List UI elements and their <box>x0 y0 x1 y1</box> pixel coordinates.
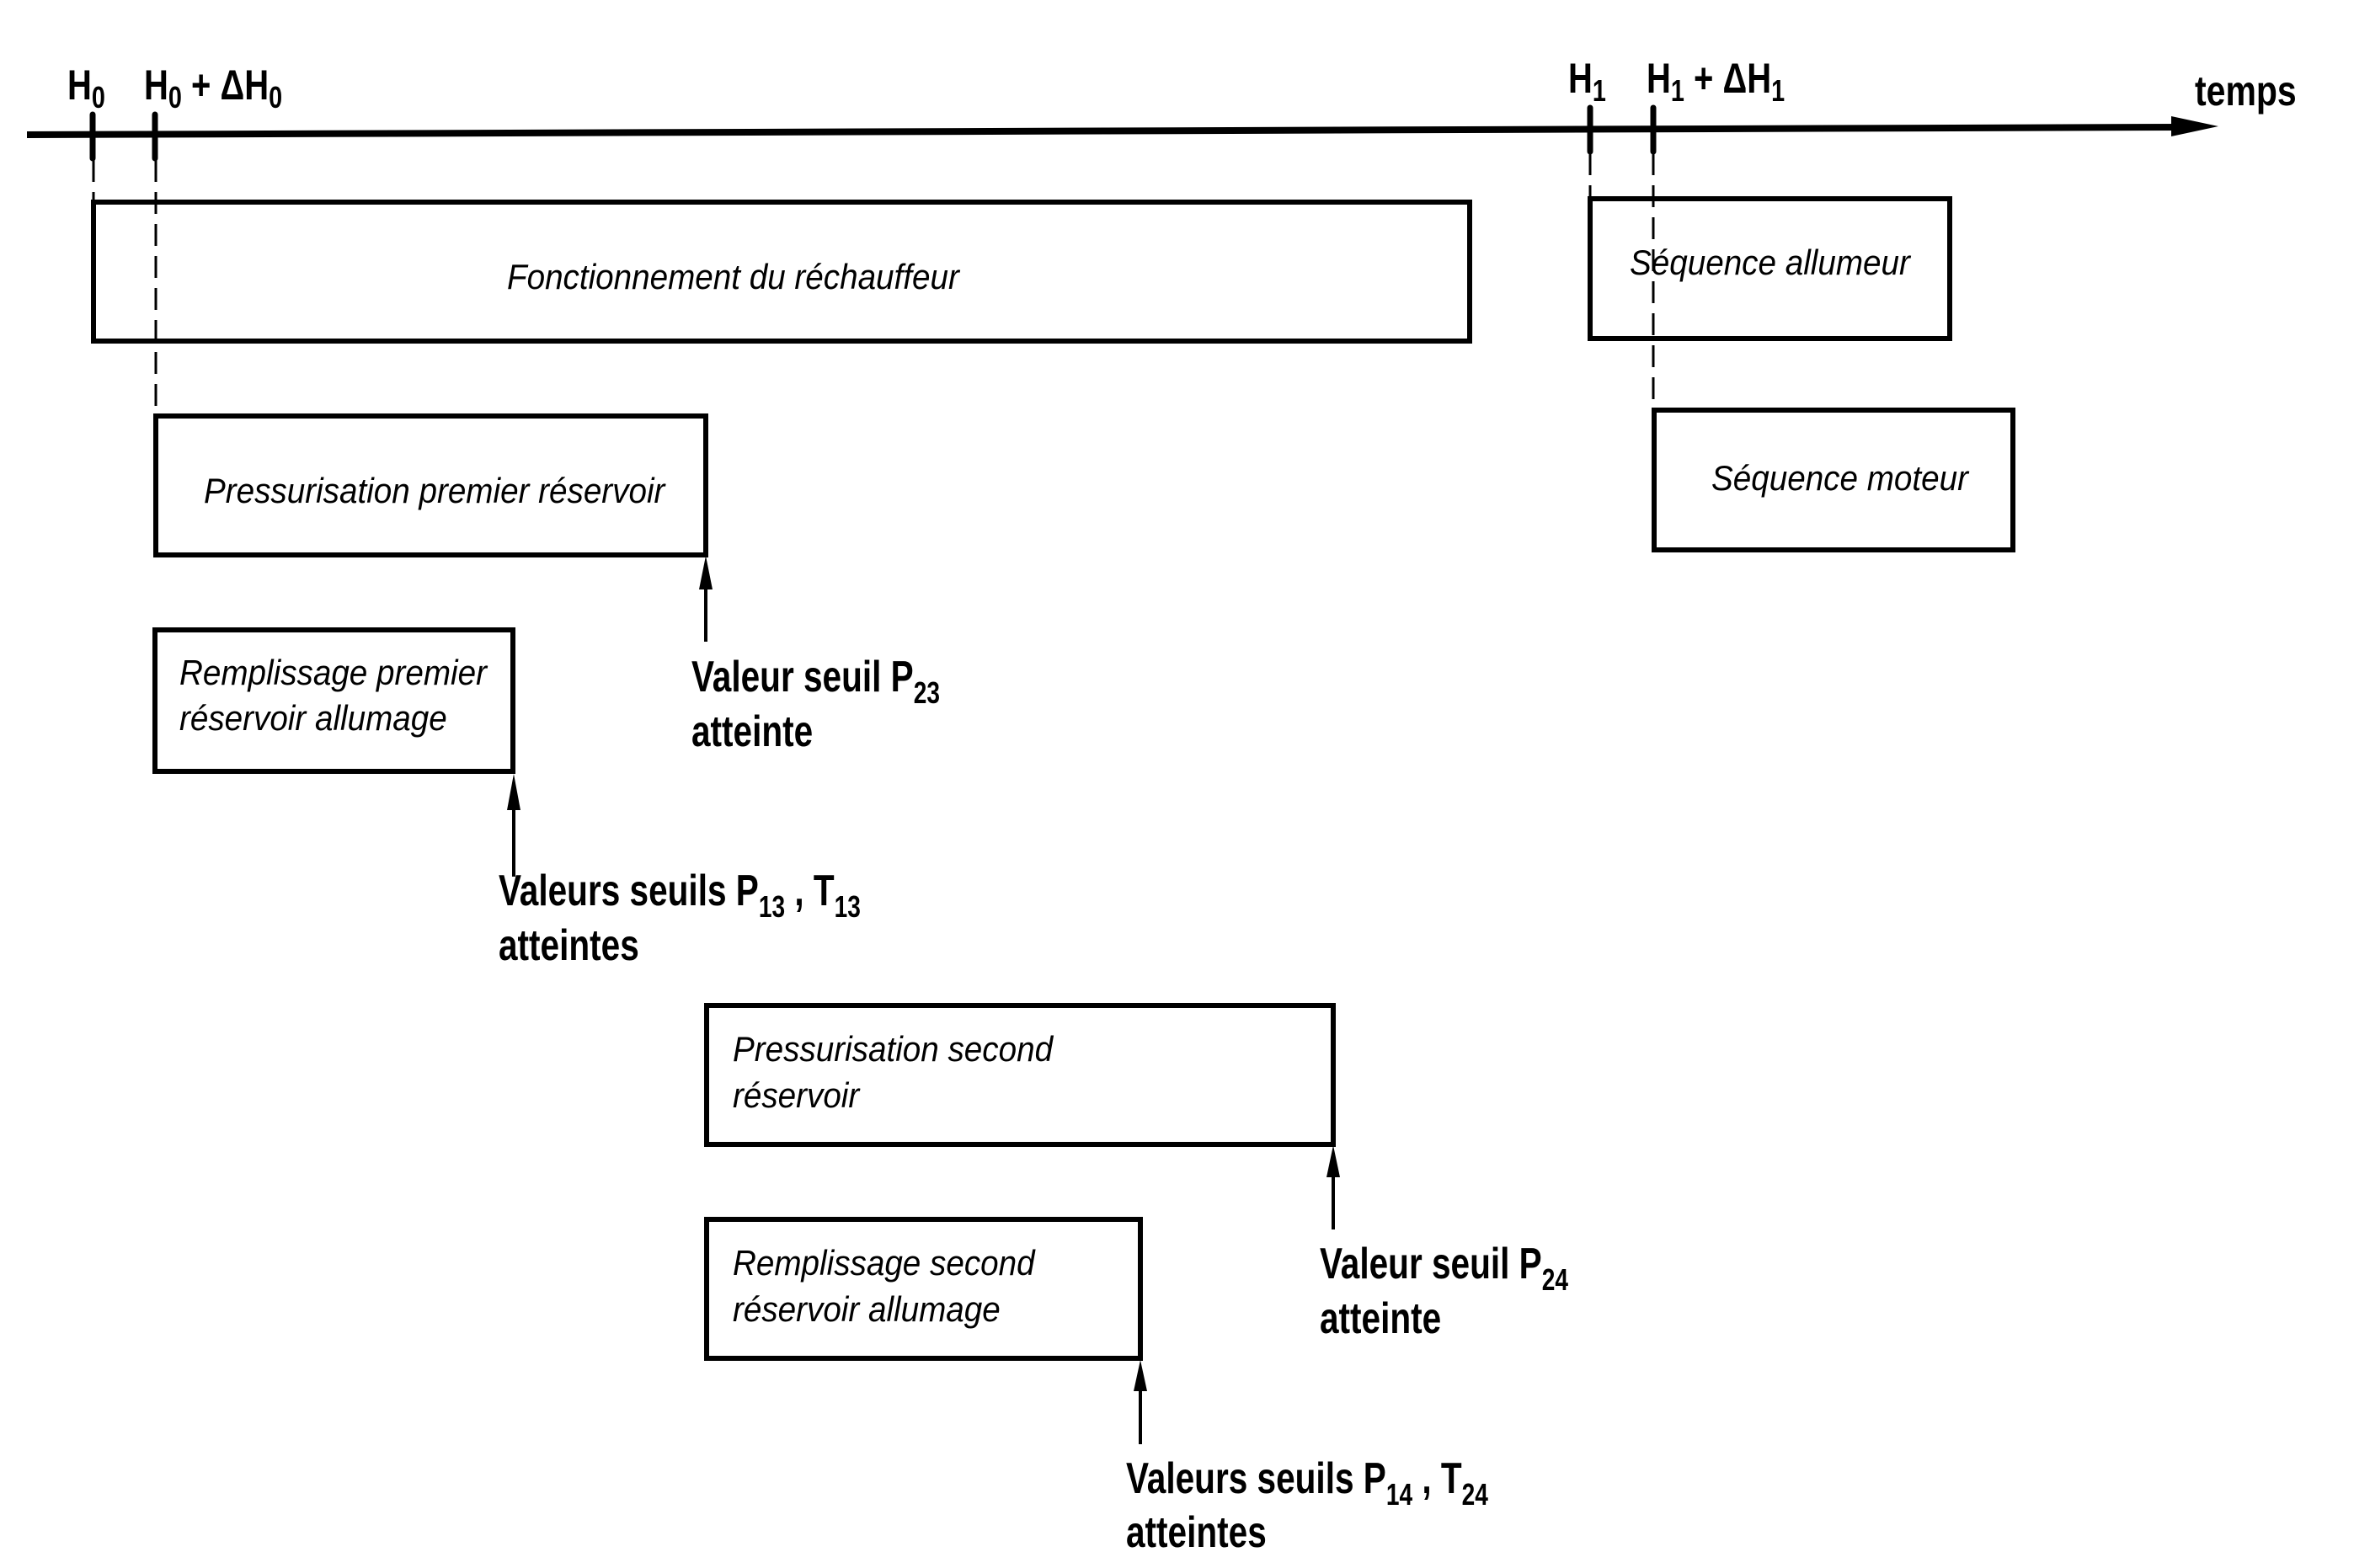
event-label-p24-line2: atteinte <box>1320 1293 1441 1342</box>
event-label-t13-sub: 13 <box>835 890 861 924</box>
axis-ticks <box>89 104 1657 162</box>
label-h0-delta-sub: 0 <box>168 80 182 115</box>
time-axis: temps <box>26 67 2297 138</box>
label-h1-base: H <box>1568 55 1593 102</box>
label-h0-delta-delta-sub: 0 <box>269 80 282 115</box>
label-h0-delta-base: H <box>144 61 168 109</box>
event-label-p23-sub: 23 <box>914 676 940 710</box>
label-h1-delta-sub: 1 <box>1671 73 1684 108</box>
event-label-p23-line1: Valeur seuil P23 <box>691 652 940 710</box>
box-sequence-allumeur-text: Séquence allumeur <box>1630 242 1911 282</box>
event-label-p24-pre: Valeur seuil P <box>1320 1239 1542 1288</box>
event-label-p23-line2: atteinte <box>691 707 813 755</box>
event-label-p14-mid: , T <box>1412 1453 1462 1502</box>
box-sequence-allumeur: Séquence allumeur <box>1588 196 1952 341</box>
label-h1-delta-base: H <box>1647 55 1671 102</box>
event-label-t24-sub: 24 <box>1462 1478 1488 1512</box>
event-label-p13-t13-line2: atteintes <box>499 920 639 969</box>
label-h1-delta: H1 + ΔH1 <box>1647 55 1785 108</box>
box-pressurisation-premier: Pressurisation premier réservoir <box>153 413 708 557</box>
tick-labels: H0 H0 + ΔH0 H1 H1 + ΔH1 <box>67 55 1785 115</box>
box-remplissage-second-frame <box>704 1217 1143 1361</box>
box-rechauffeur: Fonctionnement du réchauffeur <box>91 200 1472 344</box>
box-pressurisation-premier-text: Pressurisation premier réservoir <box>204 470 666 510</box>
box-pressurisation-second-line1: Pressurisation second <box>733 1028 1054 1069</box>
label-h1-delta-delta: ΔH <box>1722 55 1771 102</box>
box-remplissage-premier-line2: réservoir allumage <box>179 697 447 738</box>
box-pressurisation-second-line2: réservoir <box>733 1075 861 1115</box>
event-label-p24-line1: Valeur seuil P24 <box>1320 1239 1568 1297</box>
arrow-p13-head-icon <box>507 774 520 810</box>
label-h0-delta: H0 + ΔH0 <box>144 61 282 115</box>
event-label-p14-t24: Valeurs seuils P14 , T24 atteintes <box>1126 1453 1488 1556</box>
box-sequence-allumeur-frame <box>1588 196 1952 341</box>
event-label-p23: Valeur seuil P23 atteinte <box>691 652 940 755</box>
time-axis-line <box>26 124 2182 138</box>
box-pressurisation-second: Pressurisation second réservoir <box>704 1003 1336 1147</box>
event-label-p14-pre: Valeurs seuils P <box>1126 1453 1386 1502</box>
arrow-p14-head-icon <box>1134 1360 1147 1391</box>
box-remplissage-second-line1: Remplissage second <box>733 1242 1036 1283</box>
time-axis-label: temps <box>2195 67 2297 115</box>
box-remplissage-second-line2: réservoir allumage <box>733 1288 1001 1329</box>
box-remplissage-premier-line1: Remplissage premier <box>179 652 488 692</box>
label-h1-delta-delta-sub: 1 <box>1771 73 1785 108</box>
event-label-p14-sub: 14 <box>1386 1478 1412 1512</box>
label-h1-sub: 1 <box>1593 73 1606 108</box>
event-label-p13-t13: Valeurs seuils P13 , T13 atteintes <box>499 866 861 969</box>
label-h1-delta-plus: + <box>1684 55 1723 102</box>
event-label-p24-sub: 24 <box>1542 1263 1568 1297</box>
event-label-p13-sub: 13 <box>759 890 785 924</box>
label-h0-sub: 0 <box>92 80 105 115</box>
box-remplissage-premier-frame <box>152 627 515 774</box>
box-sequence-moteur: Séquence moteur <box>1652 408 2015 552</box>
event-label-p13-t13-line1: Valeurs seuils P13 , T13 <box>499 866 861 924</box>
event-arrows <box>507 556 1340 1444</box>
label-h1: H1 <box>1568 55 1606 108</box>
arrow-p24-head-icon <box>1326 1145 1340 1177</box>
box-sequence-moteur-frame <box>1652 408 2015 552</box>
event-label-p13-pre: Valeurs seuils P <box>499 866 759 915</box>
label-h0-delta-delta: ΔH <box>220 61 269 109</box>
box-pressurisation-second-frame <box>704 1003 1336 1147</box>
event-label-p24: Valeur seuil P24 atteinte <box>1320 1239 1568 1342</box>
box-rechauffeur-frame <box>91 200 1472 344</box>
event-label-p23-pre: Valeur seuil P <box>691 652 914 701</box>
event-label-p13-mid: , T <box>785 866 835 915</box>
event-label-p14-t24-line1: Valeurs seuils P14 , T24 <box>1126 1453 1488 1512</box>
box-rechauffeur-text: Fonctionnement du réchauffeur <box>507 256 960 296</box>
box-pressurisation-premier-frame <box>153 413 708 557</box>
arrow-p23-head-icon <box>699 556 713 589</box>
label-h0-delta-plus: + <box>182 61 221 109</box>
label-h0: H0 <box>67 61 105 115</box>
box-sequence-moteur-text: Séquence moteur <box>1711 457 1969 498</box>
event-label-p14-t24-line2: atteintes <box>1126 1507 1267 1556</box>
box-remplissage-premier: Remplissage premier réservoir allumage <box>152 627 515 774</box>
time-axis-arrowhead-icon <box>2171 116 2218 136</box>
box-remplissage-second: Remplissage second réservoir allumage <box>704 1217 1143 1361</box>
label-h0-base: H <box>67 61 92 109</box>
